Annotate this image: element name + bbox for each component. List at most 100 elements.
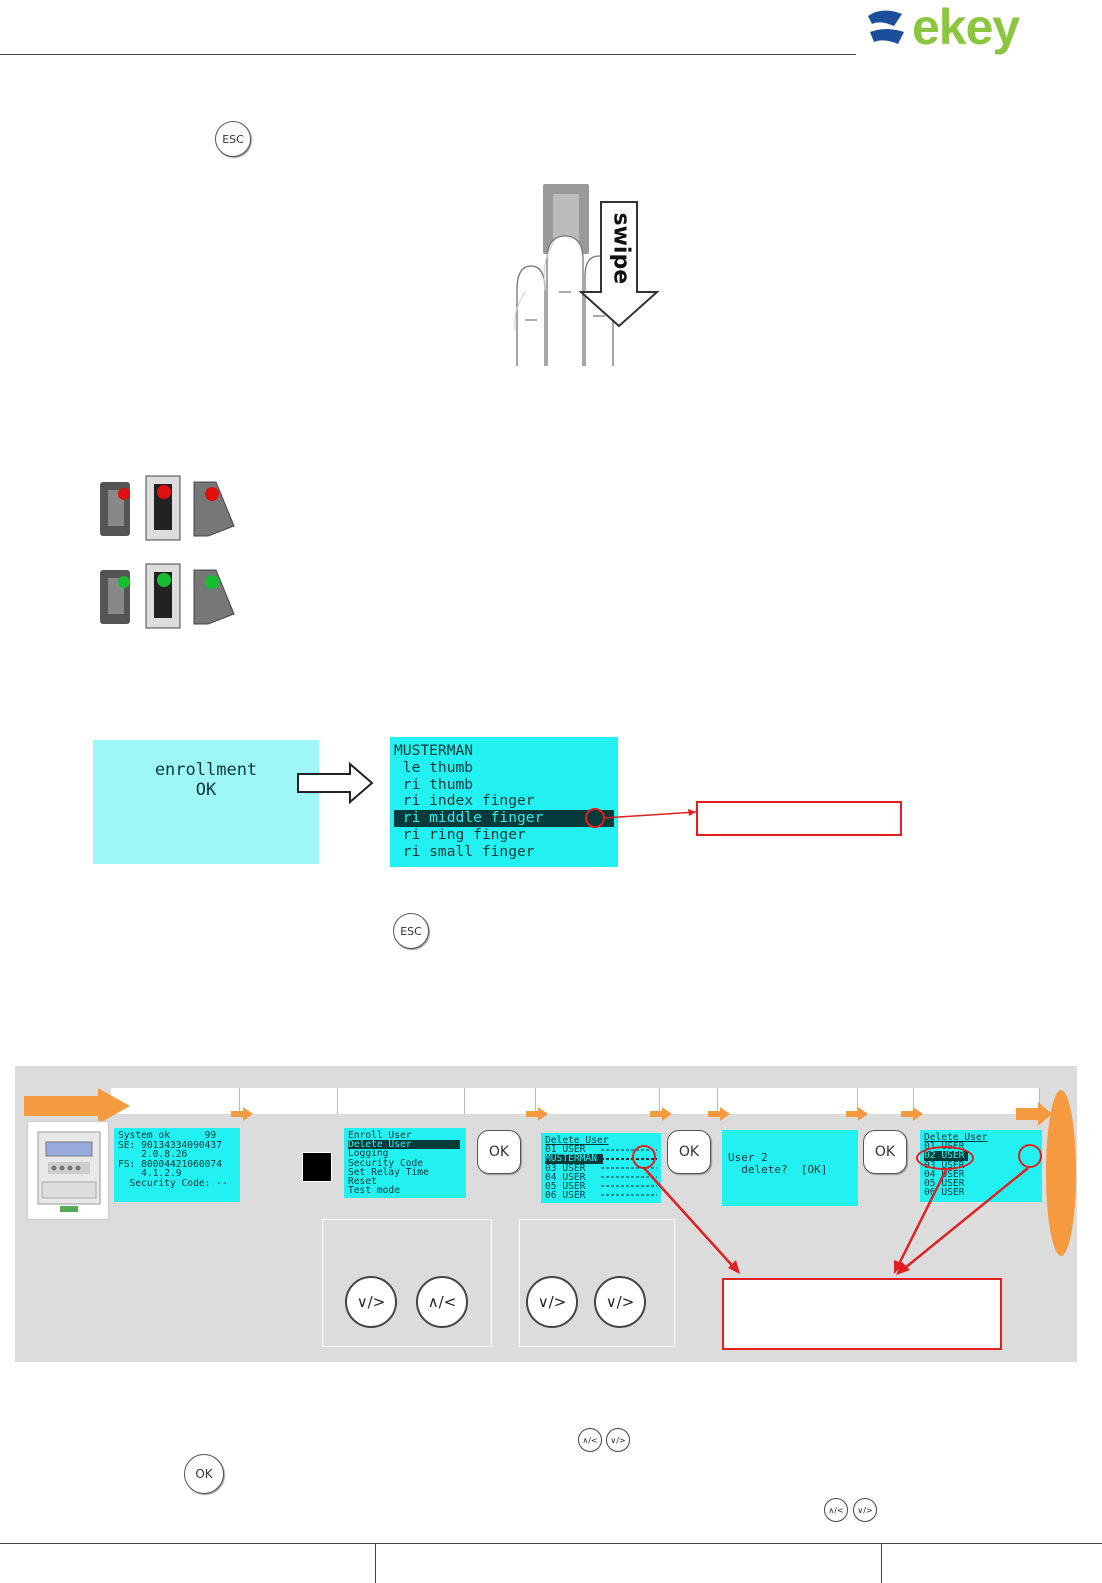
esc-label: ESC: [400, 924, 422, 938]
flow-arrow: [231, 1111, 243, 1117]
nav-down-right-button[interactable]: ∨/>: [594, 1276, 646, 1328]
ok-button[interactable]: OK: [477, 1130, 521, 1174]
lcd-line: System ok 99: [118, 1130, 217, 1141]
delete-line: 04 USER: [545, 1171, 586, 1183]
ok-label: OK: [488, 1144, 510, 1160]
nav-down-right-icon: ∨/>: [356, 1293, 386, 1311]
flow-header-cell: [465, 1088, 536, 1114]
menu-line: Reset: [348, 1176, 377, 1188]
after-line: 04 USER: [924, 1168, 965, 1180]
inline-glyph: ∨/>: [857, 1505, 873, 1515]
esc-button[interactable]: ESC: [215, 121, 251, 157]
lcd-finger-list: MUSTERMAN le thumb ri thumb ri index fin…: [390, 737, 618, 867]
footer-rule: [0, 1543, 1102, 1544]
ok-button-inline[interactable]: OK: [184, 1454, 224, 1494]
inline-down-right-icon: ∨/>: [853, 1498, 877, 1522]
lcd-line: 4.1.2.9: [118, 1168, 182, 1180]
selected-finger-circle-marker: [585, 808, 605, 828]
black-square-key[interactable]: [302, 1152, 332, 1182]
lcd-line: 2.0.8.26: [118, 1149, 188, 1161]
flow-arrow-head: [243, 1107, 253, 1121]
nav-up-left-button[interactable]: ∧/<: [416, 1276, 468, 1328]
delete-line: 06 USER: [545, 1190, 586, 1202]
menu-line: Enroll User: [348, 1130, 412, 1141]
inline-glyph: ∧/<: [828, 1505, 844, 1515]
delete-line: 01 USER: [545, 1144, 586, 1156]
inline-up-left-icon: ∧/<: [578, 1428, 602, 1452]
confirm-line: User 2: [728, 1151, 768, 1164]
swipe-illustration: swipe: [505, 180, 665, 370]
callout-box-bottom: [722, 1278, 1002, 1350]
inline-glyph: ∨/>: [610, 1435, 626, 1445]
flow-arrow: [708, 1111, 720, 1117]
confirm-line: delete? [OK]: [728, 1163, 828, 1176]
esc-button-2[interactable]: ESC: [393, 913, 429, 949]
flow-arrow-head: [913, 1107, 923, 1121]
readers-red-led: [98, 470, 238, 544]
menu-line-selected: Delete User: [348, 1140, 460, 1150]
ok-button[interactable]: OK: [667, 1130, 711, 1174]
flow-header-cell: [338, 1088, 465, 1114]
menu-line: Logging: [348, 1148, 389, 1160]
start-arrow-icon: [24, 1088, 130, 1124]
header-rule: [0, 54, 856, 55]
finger-line: MUSTERMAN: [394, 742, 474, 759]
finger-line: ri small finger: [394, 842, 535, 860]
ekey-logo-text: ekey: [912, 0, 1020, 55]
nav-down-right-icon: ∨/>: [605, 1293, 635, 1311]
flow-header-cell: [718, 1088, 858, 1114]
flow-arrow: [846, 1111, 858, 1117]
inline-down-right-icon: ∨/>: [606, 1428, 630, 1452]
nav-down-right-button[interactable]: ∨/>: [345, 1276, 397, 1328]
esc-label: ESC: [222, 132, 244, 146]
ok-label: OK: [195, 1467, 213, 1481]
flow-header-cell: [536, 1088, 660, 1114]
end-arrow-icon: [1016, 1102, 1052, 1126]
nav-down-right-button[interactable]: ∨/>: [526, 1276, 578, 1328]
after-line: 06 USER: [924, 1187, 965, 1199]
delete-line: Delete User: [545, 1135, 609, 1146]
flow-header-cell: [111, 1088, 240, 1114]
menu-line: Security Code: [348, 1157, 424, 1169]
lcd-enrollment-line2: OK: [195, 780, 217, 800]
finger-line-selected: ri middle finger: [394, 809, 614, 827]
lcd-enrollment-line1: enrollment: [154, 760, 258, 780]
lcd-system-status: System ok 99 SE: 90134334090437 2.0.8.26…: [114, 1128, 240, 1202]
hollow-arrow-icon: [296, 761, 376, 805]
menu-line: Test mode: [348, 1185, 400, 1197]
ok-label: OK: [874, 1144, 896, 1160]
finger-line: ri ring finger: [394, 825, 526, 843]
readers-green-led: [98, 558, 238, 632]
finger-line: ri thumb: [394, 775, 474, 793]
footer-divider: [881, 1543, 882, 1583]
menu-line: Set Relay Time: [348, 1166, 429, 1178]
ok-button[interactable]: OK: [863, 1130, 907, 1174]
flow-arrow: [901, 1111, 913, 1117]
flow-arrow-head: [662, 1107, 672, 1121]
ekey-logo: ekey: [864, 0, 1096, 56]
after-delete-oval-marker: [916, 1146, 974, 1170]
delete-line: 03 USER: [545, 1162, 586, 1174]
lcd-line: Security Code: --: [118, 1177, 228, 1189]
after-delete-circle-marker: [1018, 1144, 1042, 1168]
ekey-logo-mark-icon: [868, 10, 904, 44]
flow-arrow-head: [720, 1107, 730, 1121]
lcd-confirm-delete: User 2 delete? [OK]: [722, 1130, 858, 1206]
after-line: Delete User: [924, 1132, 988, 1143]
nav-button-group-2: [519, 1219, 675, 1347]
lcd-line: FS: 80004421060074: [118, 1158, 222, 1170]
nav-down-right-icon: ∨/>: [537, 1293, 567, 1311]
lcd-main-menu: Enroll User Delete User Logging Security…: [344, 1128, 466, 1198]
finger-line: le thumb: [394, 758, 474, 776]
footer-divider: [375, 1543, 376, 1583]
ok-label: OK: [678, 1144, 700, 1160]
swipe-label: swipe: [608, 212, 634, 285]
callout-arrows: [643, 1167, 1029, 1275]
inline-glyph: ∧/<: [582, 1435, 598, 1445]
callout-line: [603, 809, 697, 819]
flow-arrow-head: [538, 1107, 548, 1121]
inline-up-left-icon: ∧/<: [824, 1498, 848, 1522]
flow-header-cell: [240, 1088, 338, 1114]
flow-arrow: [526, 1111, 538, 1117]
delete-line-selected: MUSTERMAN: [545, 1154, 603, 1164]
